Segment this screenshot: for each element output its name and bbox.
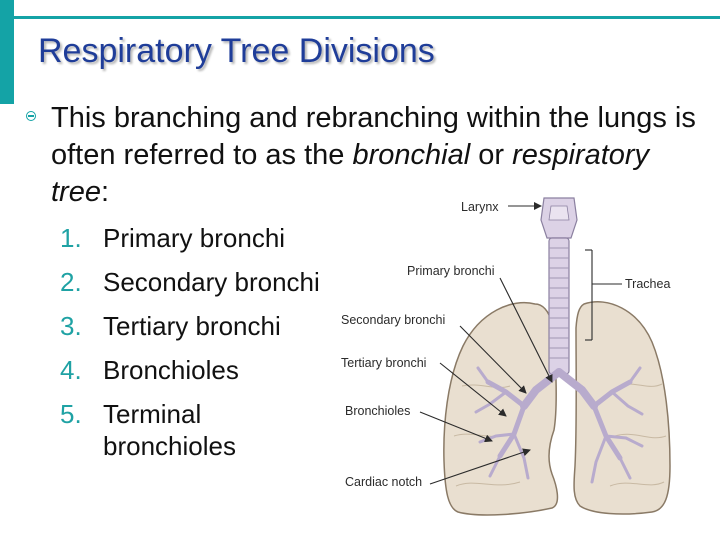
bullet-italic-respiratory-tree: respiratory tree: [51, 139, 650, 208]
respiratory-tree-diagram: Larynx Primary bronchi Trachea Secondary…: [341, 197, 671, 516]
top-rule: [14, 16, 720, 19]
bullet-text-middle: or: [470, 139, 513, 171]
bullet-text-start: This branching and rebranching within th…: [51, 102, 696, 171]
list-text: Terminal bronchioles: [103, 399, 236, 461]
list-text: Bronchioles: [103, 355, 239, 385]
slide-title: Respiratory Tree Divisions: [38, 32, 435, 70]
list-item: 2. Secondary bronchi: [60, 266, 320, 298]
list-number: 5.: [60, 399, 82, 429]
bullet-italic-bronchial: bronchial: [352, 139, 471, 171]
left-lung: [443, 302, 559, 516]
list-number: 4.: [60, 355, 82, 385]
label-trachea: Trachea: [625, 277, 670, 291]
list-text: Primary bronchi: [103, 223, 286, 253]
accent-bar: [0, 0, 14, 104]
label-primary-bronchi: Primary bronchi: [407, 264, 495, 278]
label-tertiary-bronchi: Tertiary bronchi: [341, 356, 426, 370]
list-item: 4. Bronchioles: [60, 354, 320, 386]
list-text: Tertiary bronchi: [103, 311, 281, 341]
trachea-shape: [548, 237, 570, 375]
list-number: 3.: [60, 311, 82, 341]
label-bronchioles: Bronchioles: [345, 404, 410, 418]
list-text: Secondary bronchi: [103, 267, 320, 297]
list-item: 1. Primary bronchi: [60, 222, 320, 254]
bullet-text: This branching and rebranching within th…: [51, 100, 701, 211]
divisions-list: 1. Primary bronchi 2. Secondary bronchi 3.…: [60, 222, 320, 474]
label-lines: [419, 202, 622, 485]
right-lung: [573, 301, 671, 515]
list-number: 1.: [60, 223, 82, 253]
label-cardiac-notch: Cardiac notch: [345, 475, 422, 489]
label-larynx: Larynx: [461, 200, 499, 214]
bullet-text-end: :: [100, 176, 110, 208]
larynx-shape: [540, 197, 578, 239]
list-number: 2.: [60, 267, 82, 297]
bullet-icon: [26, 111, 36, 121]
list-item: 3. Tertiary bronchi: [60, 310, 320, 342]
list-item: 5. Terminal bronchioles: [60, 398, 320, 462]
label-secondary-bronchi: Secondary bronchi: [341, 313, 445, 327]
